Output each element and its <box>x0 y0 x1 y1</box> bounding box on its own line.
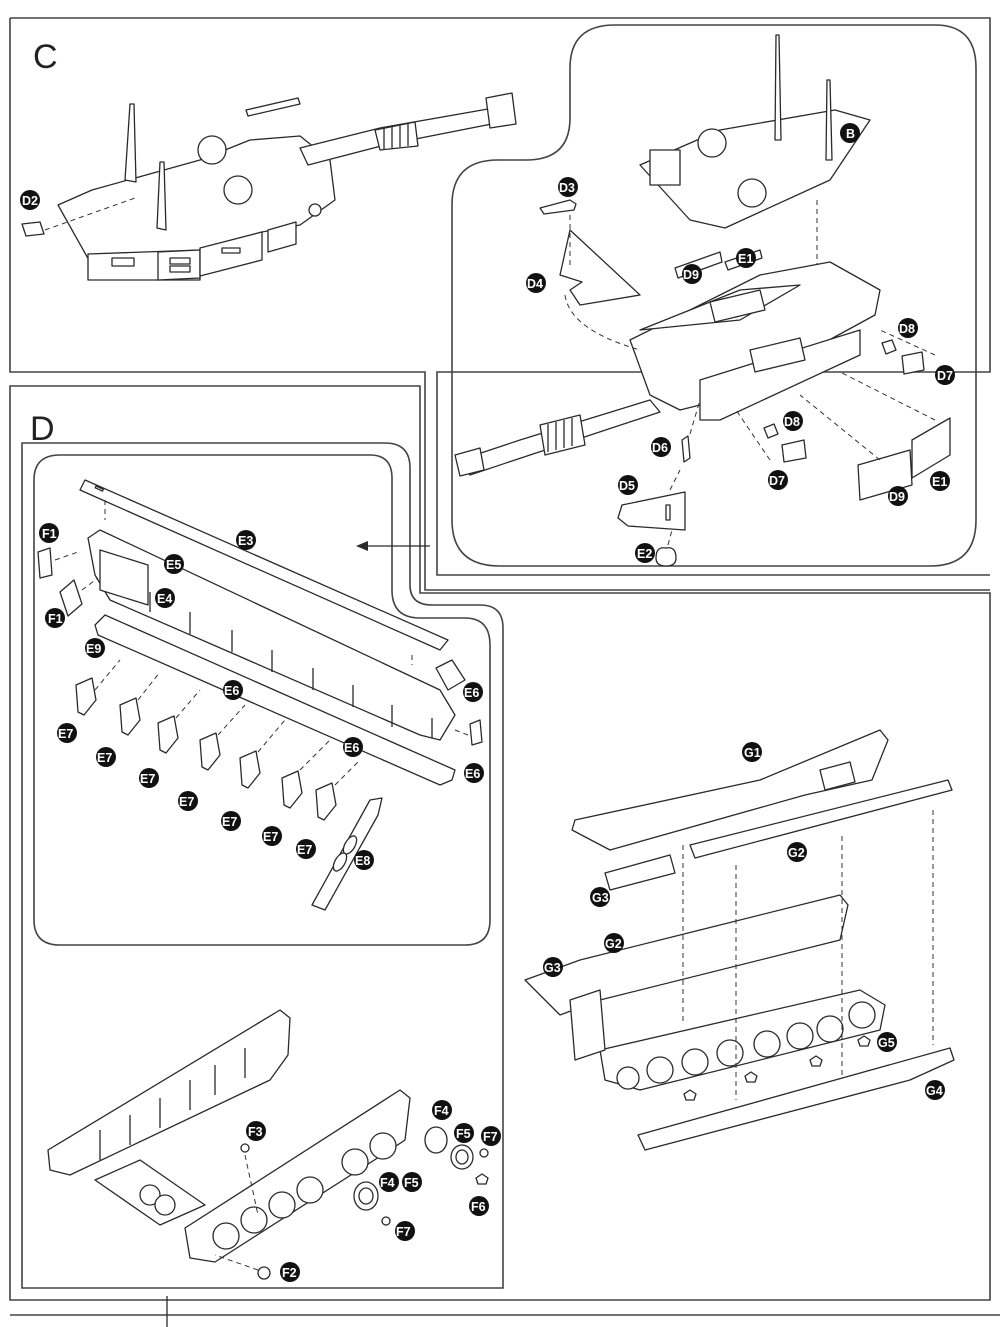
svg-text:E7: E7 <box>97 751 112 765</box>
svg-text:F4: F4 <box>380 1176 395 1190</box>
svg-text:E8: E8 <box>355 854 370 868</box>
svg-text:E9: E9 <box>86 642 101 656</box>
svg-text:D7: D7 <box>769 474 785 488</box>
svg-text:E2: E2 <box>637 547 652 561</box>
hull-exploded <box>454 249 881 477</box>
svg-text:F1: F1 <box>48 612 63 626</box>
part-G5: G5 <box>683 1032 897 1101</box>
part-D5: D5 <box>617 469 686 531</box>
svg-text:D8: D8 <box>784 415 800 429</box>
svg-text:D4: D4 <box>527 277 543 291</box>
svg-text:D2: D2 <box>22 194 38 208</box>
part-F1: F1 F1 <box>37 523 99 628</box>
svg-text:F6: F6 <box>471 1200 486 1214</box>
svg-text:E5: E5 <box>166 558 181 572</box>
arrow-head <box>356 541 368 551</box>
svg-text:F5: F5 <box>404 1176 419 1190</box>
svg-text:E7: E7 <box>58 727 73 741</box>
svg-text:F2: F2 <box>282 1266 297 1280</box>
part-D8-D7-lower: D8 D7 <box>735 409 807 490</box>
svg-text:E7: E7 <box>140 772 155 786</box>
svg-text:D9: D9 <box>889 490 905 504</box>
svg-text:B: B <box>846 127 855 141</box>
badge-D9-top: D9 <box>682 264 702 284</box>
part-E2: E2 <box>635 529 677 567</box>
section-d-letter: D <box>30 410 55 448</box>
svg-text:F1: F1 <box>42 527 57 541</box>
svg-text:D9: D9 <box>683 268 699 282</box>
svg-text:G3: G3 <box>544 961 561 975</box>
svg-text:E6: E6 <box>224 684 239 698</box>
part-G1: G1 <box>571 729 889 851</box>
part-E8: E8 <box>311 797 383 911</box>
svg-text:F5: F5 <box>456 1127 471 1141</box>
part-E6: E6 E6 E6 E6 <box>223 659 484 783</box>
svg-text:F7: F7 <box>396 1225 411 1239</box>
section-c-letter: C <box>33 38 58 76</box>
svg-text:F3: F3 <box>248 1125 263 1139</box>
svg-text:E6: E6 <box>464 686 479 700</box>
part-E9-strip: E9 <box>85 614 456 786</box>
svg-text:E6: E6 <box>465 767 480 781</box>
badge-B: B <box>840 123 860 143</box>
svg-text:E4: E4 <box>157 592 172 606</box>
part-D3: D3 <box>539 177 578 215</box>
svg-text:E1: E1 <box>932 475 947 489</box>
svg-text:D3: D3 <box>559 181 575 195</box>
svg-text:E7: E7 <box>297 843 312 857</box>
svg-text:E1: E1 <box>738 252 753 266</box>
part-E5-frame: E5 <box>87 529 456 741</box>
track-assembly: G2 G3 <box>524 810 934 1100</box>
badge-E1-top: E1 <box>736 248 756 268</box>
svg-text:F4: F4 <box>434 1104 449 1118</box>
svg-text:E7: E7 <box>222 815 237 829</box>
svg-text:D8: D8 <box>899 322 915 336</box>
svg-text:E7: E7 <box>179 795 194 809</box>
part-G2-top: G2 <box>689 779 953 862</box>
part-G3-top: G3 <box>590 854 676 907</box>
svg-text:G4: G4 <box>926 1084 943 1098</box>
part-D4: D4 <box>526 215 641 351</box>
section-d-frame <box>9 385 1000 1327</box>
part-E4-posts: E4 <box>149 588 433 738</box>
svg-text:D5: D5 <box>619 479 635 493</box>
svg-text:E3: E3 <box>238 534 253 548</box>
lower-chassis <box>47 1009 411 1263</box>
svg-text:G3: G3 <box>592 891 609 905</box>
turret-top-b <box>639 34 871 229</box>
parts-E7: E7 E7 E7 E7 E7 E7 E7 <box>57 659 361 859</box>
badge-D2: D2 <box>20 190 40 210</box>
svg-text:G2: G2 <box>605 937 622 951</box>
part-E3-rail: E3 <box>79 479 449 665</box>
svg-text:F7: F7 <box>483 1130 498 1144</box>
svg-text:D6: D6 <box>652 441 668 455</box>
part-D9-E1-plates: D9 E1 <box>799 371 951 506</box>
part-D6: D6 <box>651 399 701 463</box>
svg-text:E7: E7 <box>263 830 278 844</box>
svg-text:G2: G2 <box>788 846 805 860</box>
svg-text:E6: E6 <box>344 741 359 755</box>
turret-assembled <box>21 92 517 281</box>
svg-text:D7: D7 <box>937 369 953 383</box>
svg-text:G5: G5 <box>878 1036 895 1050</box>
part-G4: G4 <box>637 1047 955 1151</box>
part-D8-D7-right: D8 D7 <box>879 318 955 385</box>
svg-text:G1: G1 <box>744 746 761 760</box>
parts-F: F3 F4 F5 F7 F6 F4 F5 F7 F2 <box>214 1100 501 1282</box>
